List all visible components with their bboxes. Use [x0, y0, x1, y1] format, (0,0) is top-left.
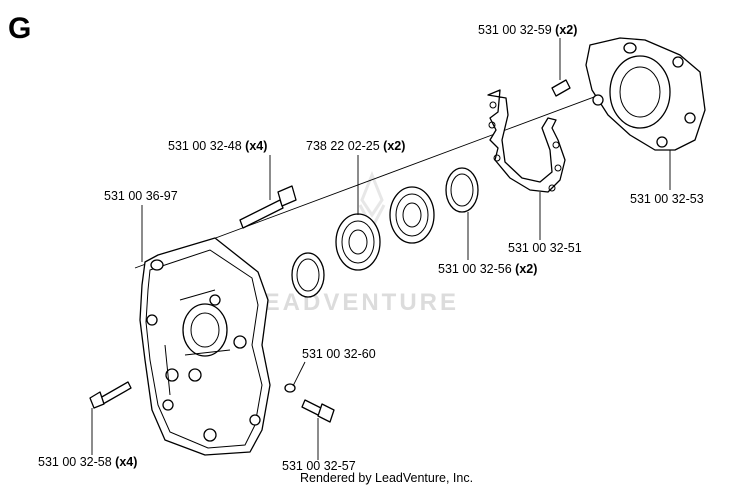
dowel-pin — [551, 79, 571, 97]
callout-531-00-32-60: 531 00 32-60 — [302, 347, 376, 361]
callout-531-00-32-48: 531 00 32-48 (x4) — [168, 139, 267, 153]
seal-ring-right — [445, 167, 479, 213]
callout-531-00-32-57: 531 00 32-57 — [282, 459, 356, 473]
callout-531-00-32-53: 531 00 32-53 — [630, 192, 704, 206]
footer-credit: Rendered by LeadVenture, Inc. — [300, 471, 473, 485]
callout-531-00-32-59: 531 00 32-59 (x2) — [478, 23, 577, 37]
callout-738-22-02-25: 738 22 02-25 (x2) — [306, 139, 405, 153]
leader-lines — [91, 38, 671, 460]
gasket — [487, 89, 566, 193]
callout-531-00-36-97: 531 00 36-97 — [104, 189, 178, 203]
crankcase-half-left — [139, 237, 271, 456]
bolt-top — [239, 185, 297, 229]
callout-531-00-32-51: 531 00 32-51 — [508, 241, 582, 255]
callout-531-00-32-56: 531 00 32-56 (x2) — [438, 262, 537, 276]
bearing-right — [389, 186, 435, 244]
watermark-text: LEADVENTURE — [246, 289, 459, 316]
crankcase-half-right — [585, 37, 706, 151]
bolt-bottom-right — [301, 399, 335, 423]
section-letter: G — [8, 12, 31, 45]
washer — [284, 383, 296, 393]
bolt-bottom-left — [89, 381, 132, 409]
assembly-axis-line — [134, 64, 681, 269]
bearing-left — [335, 213, 381, 271]
seal-ring-left — [291, 252, 325, 298]
callout-531-00-32-58: 531 00 32-58 (x4) — [38, 455, 137, 469]
